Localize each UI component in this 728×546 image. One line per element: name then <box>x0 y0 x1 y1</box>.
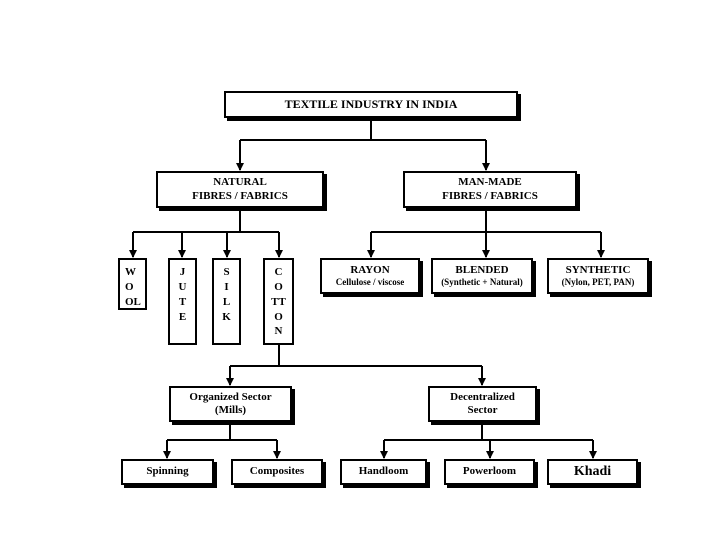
jute-node: J U T E <box>168 258 197 345</box>
handloom-node: Handloom <box>340 459 427 485</box>
handloom-label: Handloom <box>358 465 409 478</box>
synthetic-title: SYNTHETIC <box>565 264 631 276</box>
wool-node: W O OL <box>118 258 147 310</box>
organized-label-line1: Organized Sector <box>189 390 272 403</box>
composites-label: Composites <box>249 465 305 478</box>
powerloom-label: Powerloom <box>462 465 517 478</box>
manmade-node: MAN-MADE FIBRES / FABRICS <box>403 171 577 208</box>
natural-node: NATURAL FIBRES / FABRICS <box>156 171 324 208</box>
khadi-node: Khadi <box>547 459 638 485</box>
manmade-label-line1: MAN-MADE <box>458 176 522 189</box>
rayon-node: RAYON Cellulose / viscose <box>320 258 420 294</box>
rayon-subtitle: Cellulose / viscose <box>335 277 405 288</box>
decentralized-sector-node: Decentralized Sector <box>428 386 537 422</box>
wool-label: W O OL <box>125 266 141 308</box>
organized-sector-node: Organized Sector (Mills) <box>169 386 292 422</box>
rayon-title: RAYON <box>350 264 390 276</box>
spinning-label: Spinning <box>146 465 189 478</box>
natural-label-line1: NATURAL <box>213 176 267 189</box>
jute-label: J U T E <box>178 266 187 323</box>
synthetic-subtitle: (Nylon, PET, PAN) <box>561 277 635 288</box>
silk-label: S I L K <box>222 266 231 323</box>
organized-label-line2: (Mills) <box>214 404 247 416</box>
decentralized-label-line1: Decentralized <box>450 390 515 403</box>
composites-node: Composites <box>231 459 323 485</box>
cotton-node: C O TT O N <box>263 258 294 345</box>
khadi-label: Khadi <box>573 463 612 479</box>
silk-node: S I L K <box>212 258 241 345</box>
spinning-node: Spinning <box>121 459 214 485</box>
root-label: TEXTILE INDUSTRY IN INDIA <box>284 97 458 112</box>
synthetic-node: SYNTHETIC (Nylon, PET, PAN) <box>547 258 649 294</box>
blended-subtitle: (Synthetic + Natural) <box>441 277 523 288</box>
natural-label-line2: FIBRES / FABRICS <box>192 189 288 202</box>
blended-node: BLENDED (Synthetic + Natural) <box>431 258 533 294</box>
decentralized-label-line2: Sector <box>467 404 498 416</box>
cotton-label: C O TT O N <box>271 266 286 338</box>
blended-title: BLENDED <box>455 264 509 276</box>
powerloom-node: Powerloom <box>444 459 535 485</box>
manmade-label-line2: FIBRES / FABRICS <box>442 189 538 202</box>
root-node: TEXTILE INDUSTRY IN INDIA <box>224 91 518 118</box>
